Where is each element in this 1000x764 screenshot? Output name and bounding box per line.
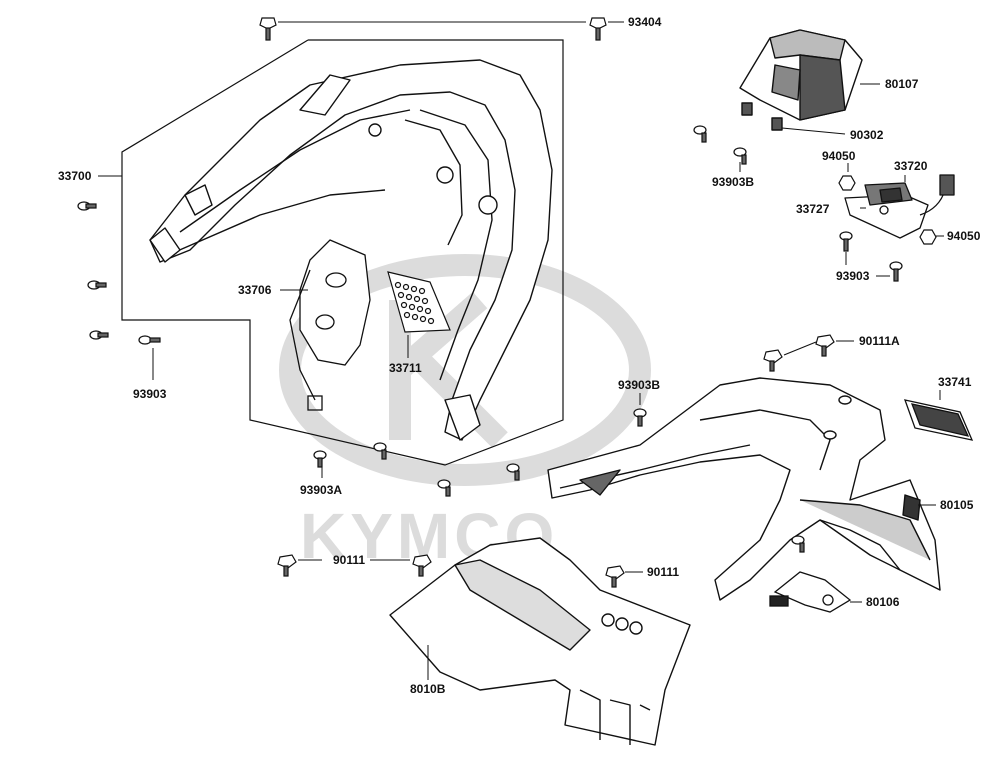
rear-fender-80105 — [547, 377, 941, 601]
bolt-icon — [605, 565, 625, 588]
mesh-plate-33711 — [387, 271, 451, 333]
label-90111-right: 90111 — [647, 565, 679, 579]
label-93903B-top: 93903B — [712, 175, 754, 189]
watermark-ring — [279, 254, 651, 486]
wire-harness-33706 — [289, 239, 371, 411]
leader-lines — [98, 21, 944, 680]
screw-icon — [373, 442, 387, 460]
nut-icon — [919, 229, 937, 245]
screw-icon — [89, 330, 109, 340]
label-93903A: 93903A — [300, 483, 342, 497]
label-93903B-mid: 93903B — [618, 378, 660, 392]
label-93903-right: 93903 — [836, 269, 870, 283]
inner-fender-8010B — [389, 537, 691, 746]
bolt-icon — [259, 17, 277, 41]
bolt-icon — [412, 554, 432, 577]
screw-icon — [437, 479, 451, 497]
bolt-icon — [815, 334, 835, 357]
license-light-33720 — [844, 174, 955, 239]
label-90111-left: 90111 — [333, 553, 365, 567]
label-33741: 33741 — [938, 375, 972, 389]
label-80107: 80107 — [885, 77, 919, 91]
screw-icon — [87, 280, 107, 290]
screw-icon — [77, 201, 97, 211]
group-outline-33700 — [121, 39, 564, 466]
screw-icon — [839, 231, 853, 252]
rear-frame-33700 — [149, 59, 553, 441]
screw-icon — [138, 335, 161, 345]
label-94050-right: 94050 — [947, 229, 981, 243]
label-8010B: 8010B — [410, 682, 446, 696]
nut-icon — [838, 175, 856, 191]
cover-80107 — [739, 29, 863, 131]
label-33727: 33727 — [796, 202, 830, 216]
label-33706: 33706 — [238, 283, 272, 297]
label-80105: 80105 — [940, 498, 974, 512]
screw-icon — [633, 408, 647, 427]
reflector-33741 — [903, 399, 974, 441]
label-33700: 33700 — [58, 169, 92, 183]
label-33720: 33720 — [894, 159, 928, 173]
label-80106: 80106 — [866, 595, 900, 609]
label-90302: 90302 — [850, 128, 884, 142]
screw-icon — [889, 261, 903, 282]
label-90111A: 90111A — [859, 334, 900, 348]
bolt-icon — [277, 554, 297, 577]
bolt-icon — [763, 349, 783, 372]
label-93903-left: 93903 — [133, 387, 167, 401]
label-94050-top: 94050 — [822, 149, 856, 163]
part-labels: 93404 33700 33706 33711 93903 93903A 901… — [58, 15, 981, 696]
screw-icon — [733, 147, 747, 165]
screw-icon — [791, 535, 805, 553]
fasteners — [77, 17, 937, 588]
label-33711: 33711 — [389, 361, 422, 375]
bracket-80106 — [769, 571, 852, 613]
label-93404: 93404 — [628, 15, 662, 29]
bolt-icon — [589, 17, 607, 41]
screw-icon — [506, 463, 520, 481]
screw-icon — [313, 450, 327, 468]
screw-icon — [693, 125, 707, 143]
